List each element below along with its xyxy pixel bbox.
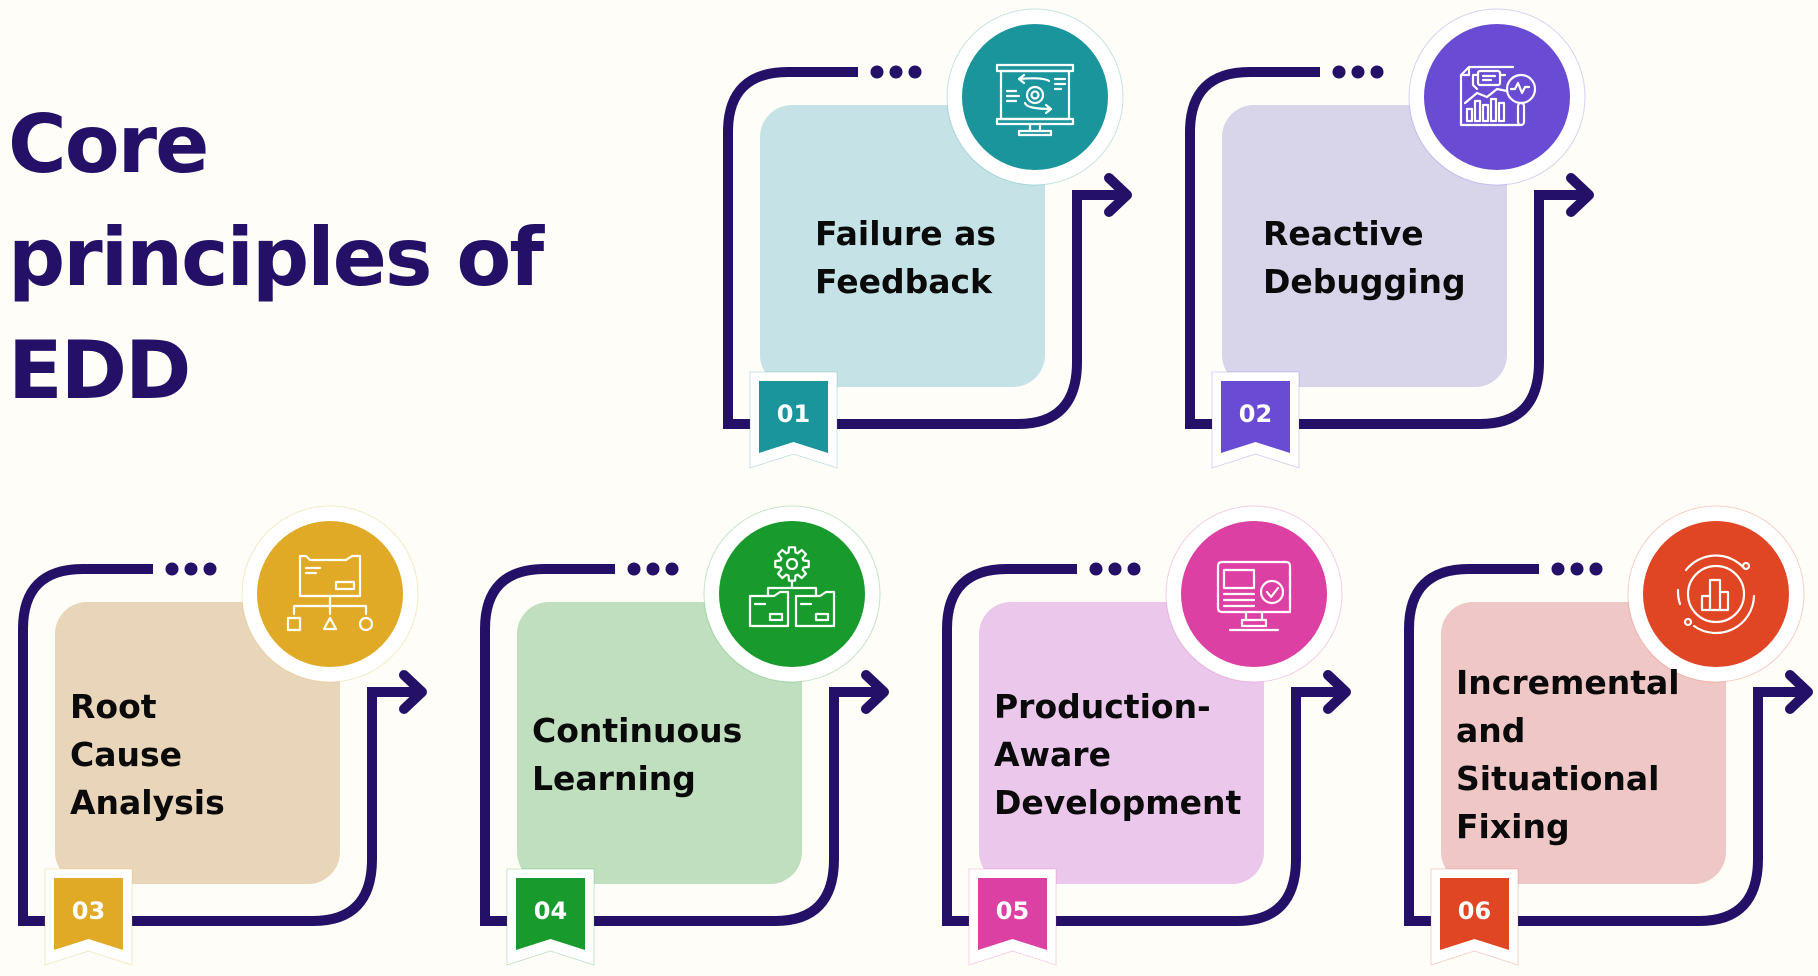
- more-dots-icon: [1332, 65, 1384, 79]
- arrow-right-icon: [1104, 173, 1132, 217]
- report-magnifier-icon: [1459, 65, 1537, 127]
- principle-title-line: Incremental: [1456, 663, 1680, 702]
- card-box: [760, 105, 1045, 387]
- dot: [1332, 65, 1346, 79]
- dot: [184, 562, 198, 576]
- principle-title-line: and: [1456, 711, 1525, 750]
- more-dots-icon: [870, 65, 922, 79]
- arrow-right-icon: [1323, 670, 1351, 714]
- principle-title-line: Production-: [994, 687, 1211, 726]
- dot: [889, 65, 903, 79]
- title-line: principles of: [8, 211, 544, 304]
- card-box: [1441, 602, 1726, 884]
- presentation-gear-icon: [995, 63, 1075, 137]
- folder-hierarchy-icon: [286, 554, 374, 632]
- card-box: [1222, 105, 1507, 387]
- frame-line: [1185, 67, 1587, 429]
- icon-circle: [1424, 24, 1570, 170]
- dot: [665, 562, 679, 576]
- step-number: 04: [534, 897, 567, 925]
- principle-card: Failure as Feedback 01: [723, 8, 1132, 469]
- title-line: EDD: [8, 324, 191, 417]
- more-dots-icon: [1089, 562, 1141, 576]
- principle-title-line: Feedback: [815, 262, 993, 301]
- frame-line: [480, 564, 882, 926]
- principle-title-line: Learning: [532, 759, 696, 798]
- step-number: 02: [1239, 400, 1272, 428]
- step-number: 05: [996, 897, 1029, 925]
- arrow-right-icon: [861, 670, 889, 714]
- arrow-right-icon: [1785, 670, 1813, 714]
- card-box: [517, 602, 802, 884]
- step-number: 01: [777, 400, 810, 428]
- cycle-chart-icon: [1676, 554, 1756, 635]
- dot: [203, 562, 217, 576]
- arrow-right-icon: [399, 670, 427, 714]
- badge-fill: [1221, 381, 1290, 453]
- frame-line: [1404, 564, 1806, 926]
- principle-title-line: Aware: [994, 735, 1111, 774]
- icon-circle: [257, 521, 403, 667]
- dot: [646, 562, 660, 576]
- badge-fill: [54, 878, 123, 950]
- principle-title-line: Continuous: [532, 711, 742, 750]
- principle-title-line: Situational: [1456, 759, 1659, 798]
- principle-title-line: Failure as: [815, 214, 996, 253]
- more-dots-icon: [1551, 562, 1603, 576]
- frame-line: [18, 564, 420, 926]
- icon-circle: [1643, 521, 1789, 667]
- dot: [627, 562, 641, 576]
- arrow-right-icon: [1566, 173, 1594, 217]
- dot: [1089, 562, 1103, 576]
- dot: [1370, 65, 1384, 79]
- badge-fill: [759, 381, 828, 453]
- dot: [1127, 562, 1141, 576]
- more-dots-icon: [165, 562, 217, 576]
- frame-line: [723, 67, 1125, 429]
- badge-fill: [1440, 878, 1509, 950]
- principle-title-line: Root: [70, 687, 157, 726]
- card-box: [979, 602, 1264, 884]
- step-number: 03: [72, 897, 105, 925]
- more-dots-icon: [627, 562, 679, 576]
- monitor-check-icon: [1216, 560, 1292, 632]
- principle-title-line: Fixing: [1456, 807, 1570, 846]
- frame-line: [942, 564, 1344, 926]
- principle-title-line: Analysis: [70, 783, 225, 822]
- dot: [1351, 65, 1365, 79]
- icon-circle: [719, 521, 865, 667]
- dot: [870, 65, 884, 79]
- card-box: [55, 602, 340, 884]
- dot: [1108, 562, 1122, 576]
- dot: [1570, 562, 1584, 576]
- badge-fill: [978, 878, 1047, 950]
- principle-title: Failure as Feedback: [815, 214, 996, 301]
- principle-title-line: Debugging: [1263, 262, 1466, 301]
- step-number: 06: [1458, 897, 1491, 925]
- badge-fill: [516, 878, 585, 950]
- dot: [1589, 562, 1603, 576]
- dot: [908, 65, 922, 79]
- principle-title-line: Development: [994, 783, 1242, 822]
- dot: [1551, 562, 1565, 576]
- title-line: Core: [8, 98, 209, 191]
- icon-circle: [962, 24, 1108, 170]
- principle-title-line: Reactive: [1263, 214, 1424, 253]
- page-title: Core principles of EDD: [8, 88, 544, 427]
- principle-title-line: Cause: [70, 735, 182, 774]
- gear-folders-icon: [748, 546, 836, 628]
- dot: [165, 562, 179, 576]
